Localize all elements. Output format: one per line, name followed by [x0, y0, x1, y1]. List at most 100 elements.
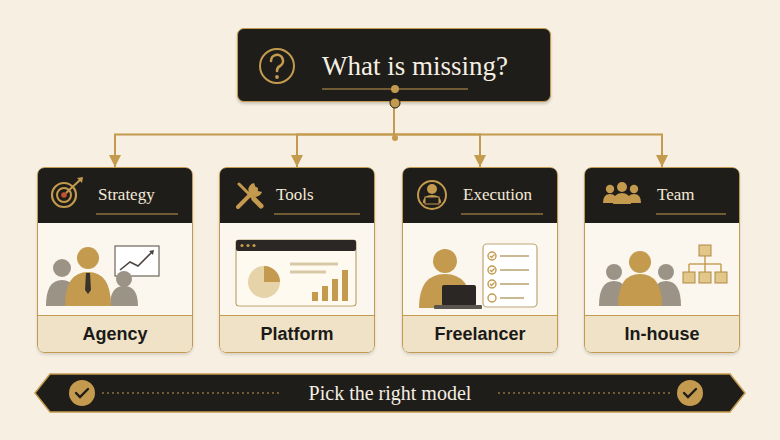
- card-footer: Freelancer: [403, 315, 557, 352]
- agency-illustration: [120, 252, 152, 270]
- in-house-illustration: [704, 264, 705, 272]
- platform-illustration: [236, 240, 356, 306]
- option-card: StrategyAgency: [37, 167, 193, 353]
- platform-illustration: [252, 244, 255, 247]
- check-badge: [677, 380, 703, 406]
- agency-illustration: [115, 246, 159, 276]
- platform-illustration: [246, 244, 249, 247]
- freelancer-illustration: [483, 244, 537, 307]
- check-badge: [69, 380, 703, 406]
- tools-icon: [238, 183, 262, 207]
- branch-arrow: [394, 102, 662, 167]
- title-underline: [322, 88, 468, 89]
- in-house-illustration: [606, 264, 622, 280]
- card-label: Freelancer: [434, 323, 525, 345]
- platform-illustration: [236, 240, 356, 251]
- in-house-illustration: [599, 281, 629, 306]
- question-box: What is missing?: [237, 28, 551, 102]
- freelancer-icon: [425, 197, 439, 204]
- question-icon: [271, 55, 283, 71]
- platform-illustration: [290, 271, 326, 274]
- target-icon: [52, 177, 83, 207]
- branch-arrow: [394, 102, 480, 167]
- team-icon: [603, 182, 641, 204]
- card-label: Agency: [82, 323, 147, 345]
- option-card: ToolsPlatform: [219, 167, 375, 353]
- in-house-illustration: [618, 274, 662, 306]
- branch-arrow: [297, 102, 394, 167]
- team-icon: [613, 193, 631, 204]
- question-icon: [275, 75, 279, 79]
- card-footer: Platform: [220, 315, 374, 352]
- option-card: TeamIn-house: [584, 167, 740, 353]
- in-house-illustration: [651, 281, 681, 306]
- check-badge: [684, 389, 696, 397]
- header-underline: [656, 214, 726, 215]
- freelancer-icon: [423, 195, 441, 203]
- card-header: Tools: [220, 168, 374, 223]
- freelancer-illustration: [488, 280, 496, 288]
- freelancer-illustration: [490, 269, 495, 272]
- freelancer-illustration: [488, 294, 496, 302]
- connector-dot: [390, 98, 400, 108]
- agency-illustration: [46, 246, 159, 306]
- tools-icon: [254, 199, 261, 206]
- header-underline: [96, 214, 178, 215]
- freelancer-icon: [427, 184, 437, 194]
- agency-illustration: [116, 271, 132, 287]
- agency-illustration: [46, 280, 78, 306]
- agency-illustration: [149, 250, 154, 255]
- card-label: Platform: [260, 323, 333, 345]
- target-icon: [61, 192, 67, 198]
- freelancer-icon: [418, 181, 446, 209]
- freelancer-illustration: [488, 266, 496, 274]
- card-heading: Tools: [276, 185, 314, 205]
- check-badge: [69, 380, 95, 406]
- in-house-illustration: [715, 272, 727, 283]
- freelancer-illustration: [442, 285, 476, 306]
- platform-illustration: [290, 263, 338, 266]
- connector-dot: [392, 135, 398, 141]
- in-house-illustration: [658, 264, 674, 280]
- tools-icon: [238, 189, 256, 207]
- card-label: In-house: [625, 323, 700, 345]
- question-icon: [260, 49, 294, 83]
- card-heading: Strategy: [98, 185, 155, 205]
- in-house-illustration: [683, 272, 695, 283]
- title-underline: [391, 85, 399, 93]
- in-house-illustration: [720, 264, 721, 272]
- tools-icon: [248, 183, 262, 197]
- freelancer-illustration: [500, 283, 529, 285]
- platform-illustration: [248, 266, 280, 298]
- card-heading: Team: [657, 185, 695, 205]
- in-house-illustration: [688, 264, 689, 272]
- banner-shape: [35, 374, 745, 412]
- dotted-rule: [102, 392, 672, 393]
- header-underline: [274, 214, 360, 215]
- in-house-illustration: [699, 245, 711, 256]
- card-footer: In-house: [585, 315, 739, 352]
- platform-illustration: [312, 292, 318, 301]
- in-house-illustration: [699, 272, 711, 283]
- card-header: Execution: [403, 168, 557, 223]
- agency-illustration: [77, 247, 99, 269]
- freelancer-illustration: [434, 305, 482, 309]
- platform-illustration: [322, 286, 328, 301]
- platform-illustration: [264, 266, 280, 282]
- freelancer-illustration: [490, 255, 495, 258]
- banner-band: Pick the right model: [35, 374, 745, 412]
- banner-text: Pick the right model: [35, 374, 745, 412]
- in-house-illustration: [704, 256, 705, 264]
- card-header: Strategy: [38, 168, 192, 223]
- header-underline: [96, 214, 726, 215]
- card-heading: Execution: [463, 185, 532, 205]
- in-house-illustration: [599, 245, 727, 306]
- card-footer: Agency: [38, 315, 192, 352]
- freelancer-illustration: [500, 297, 524, 299]
- platform-illustration: [332, 279, 338, 301]
- title-underline: [322, 85, 468, 93]
- team-icon: [617, 182, 627, 192]
- header-underline: [461, 214, 543, 215]
- freelancer-icon: [418, 181, 446, 209]
- in-house-illustration: [689, 263, 721, 264]
